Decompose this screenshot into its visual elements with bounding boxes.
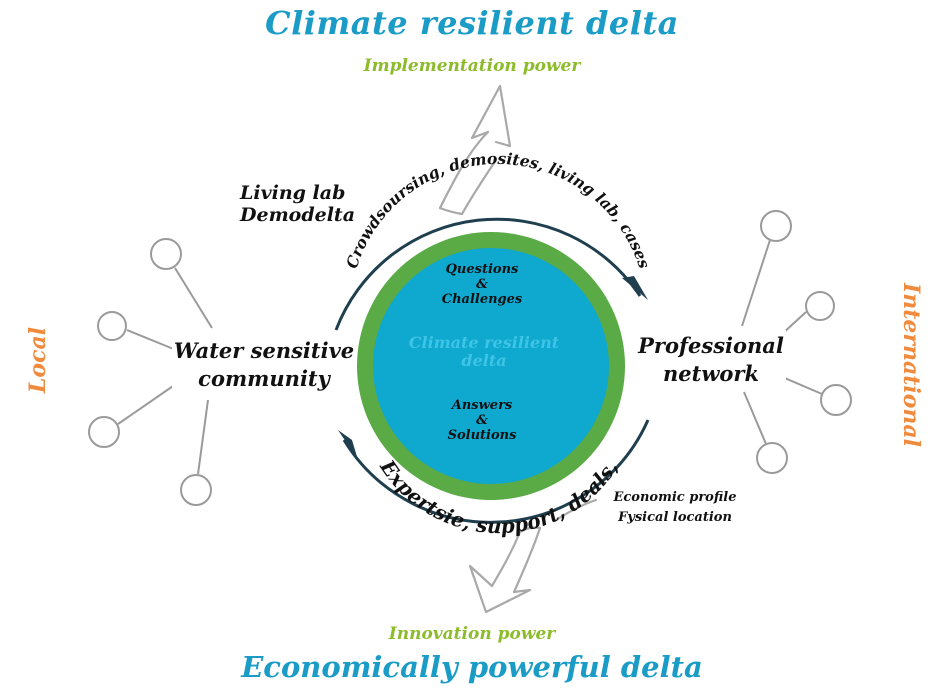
living-lab-line-1: Living lab <box>240 182 346 204</box>
upward-arrow-icon <box>438 84 512 216</box>
upper-cycle-arc <box>334 217 642 331</box>
side-label-local: Local <box>25 326 51 394</box>
top-subtitle: Implementation power <box>363 56 581 76</box>
center-label: Climate resilient delta <box>404 334 564 370</box>
answers-line-2: & <box>476 413 488 428</box>
questions-line-1: Questions <box>445 262 519 277</box>
professional-network-label: Professional network <box>636 330 786 390</box>
answers-solutions-label: Answers & Solutions <box>432 398 532 443</box>
downward-arrow-icon <box>468 498 598 614</box>
professional-line-2: network <box>662 361 760 386</box>
bottom-title: Economically powerful delta <box>241 650 703 684</box>
answers-line-3: Solutions <box>447 428 517 443</box>
community-line-1: Water sensitive <box>173 338 355 363</box>
economic-line-1: Economic profile <box>613 490 737 505</box>
questions-challenges-label: Questions & Challenges <box>432 262 532 307</box>
economic-line-2: Fysical location <box>618 510 732 525</box>
local-network-icon <box>88 238 213 506</box>
questions-line-3: Challenges <box>441 292 523 307</box>
answers-line-1: Answers <box>451 398 513 413</box>
lower-cycle-arrowhead-icon <box>338 430 358 460</box>
professional-line-1: Professional <box>638 333 784 358</box>
bottom-subtitle: Innovation power <box>388 624 556 644</box>
side-label-international-container: International <box>886 280 936 450</box>
side-label-local-container: Local <box>18 300 58 420</box>
water-sensitive-community-label: Water sensitive community <box>172 335 356 395</box>
center-line-1: Climate resilient <box>408 333 560 352</box>
top-title: Climate resilient delta <box>265 4 679 42</box>
lower-cycle-arc <box>342 419 650 524</box>
inner-blue-core <box>373 248 609 484</box>
center-line-2: delta <box>461 351 507 370</box>
living-lab-label: Living lab Demodelta <box>240 182 355 226</box>
community-line-2: community <box>198 366 330 391</box>
economic-profile-label: Economic profile Fysical location <box>600 488 750 528</box>
questions-line-2: & <box>476 277 488 292</box>
side-label-international: International <box>898 282 924 448</box>
upper-cycle-arrowhead-icon <box>622 276 648 300</box>
international-network-icon <box>741 210 852 474</box>
living-lab-line-2: Demodelta <box>240 204 356 226</box>
